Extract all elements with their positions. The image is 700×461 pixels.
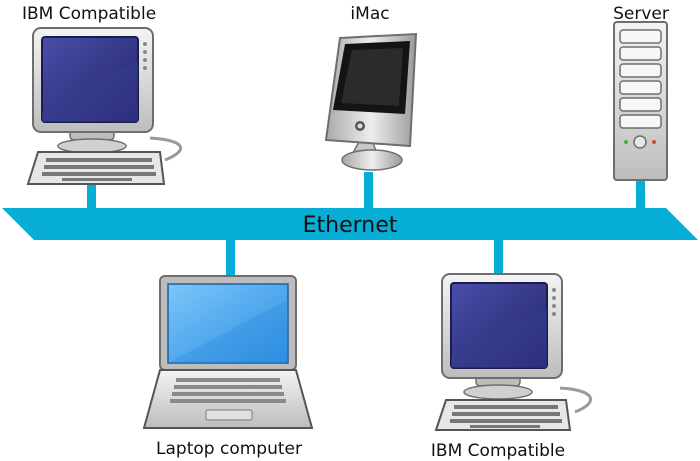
drop-bottom-right bbox=[494, 238, 503, 276]
bottom-right-device-label: IBM Compatible bbox=[431, 441, 565, 461]
ethernet-bar bbox=[2, 208, 698, 240]
bottom-left-device-label: Laptop computer bbox=[156, 439, 302, 459]
top-left-device-label: IBM Compatible bbox=[22, 4, 156, 24]
ibm-compatible-pc-icon bbox=[434, 273, 593, 431]
drop-bottom-left bbox=[226, 238, 235, 276]
laptop-icon bbox=[142, 275, 314, 429]
imac-icon bbox=[324, 32, 418, 171]
ethernet-label: Ethernet bbox=[303, 213, 398, 238]
top-right-device-label: Server bbox=[613, 4, 669, 24]
ibm-compatible-pc-icon bbox=[26, 27, 183, 185]
drop-top-middle bbox=[364, 172, 373, 212]
server-tower-icon bbox=[613, 21, 668, 181]
drop-top-left bbox=[87, 180, 96, 212]
top-middle-device-label: iMac bbox=[350, 4, 389, 24]
drop-top-right bbox=[636, 180, 645, 212]
ethernet-bus: Ethernet bbox=[2, 172, 698, 276]
